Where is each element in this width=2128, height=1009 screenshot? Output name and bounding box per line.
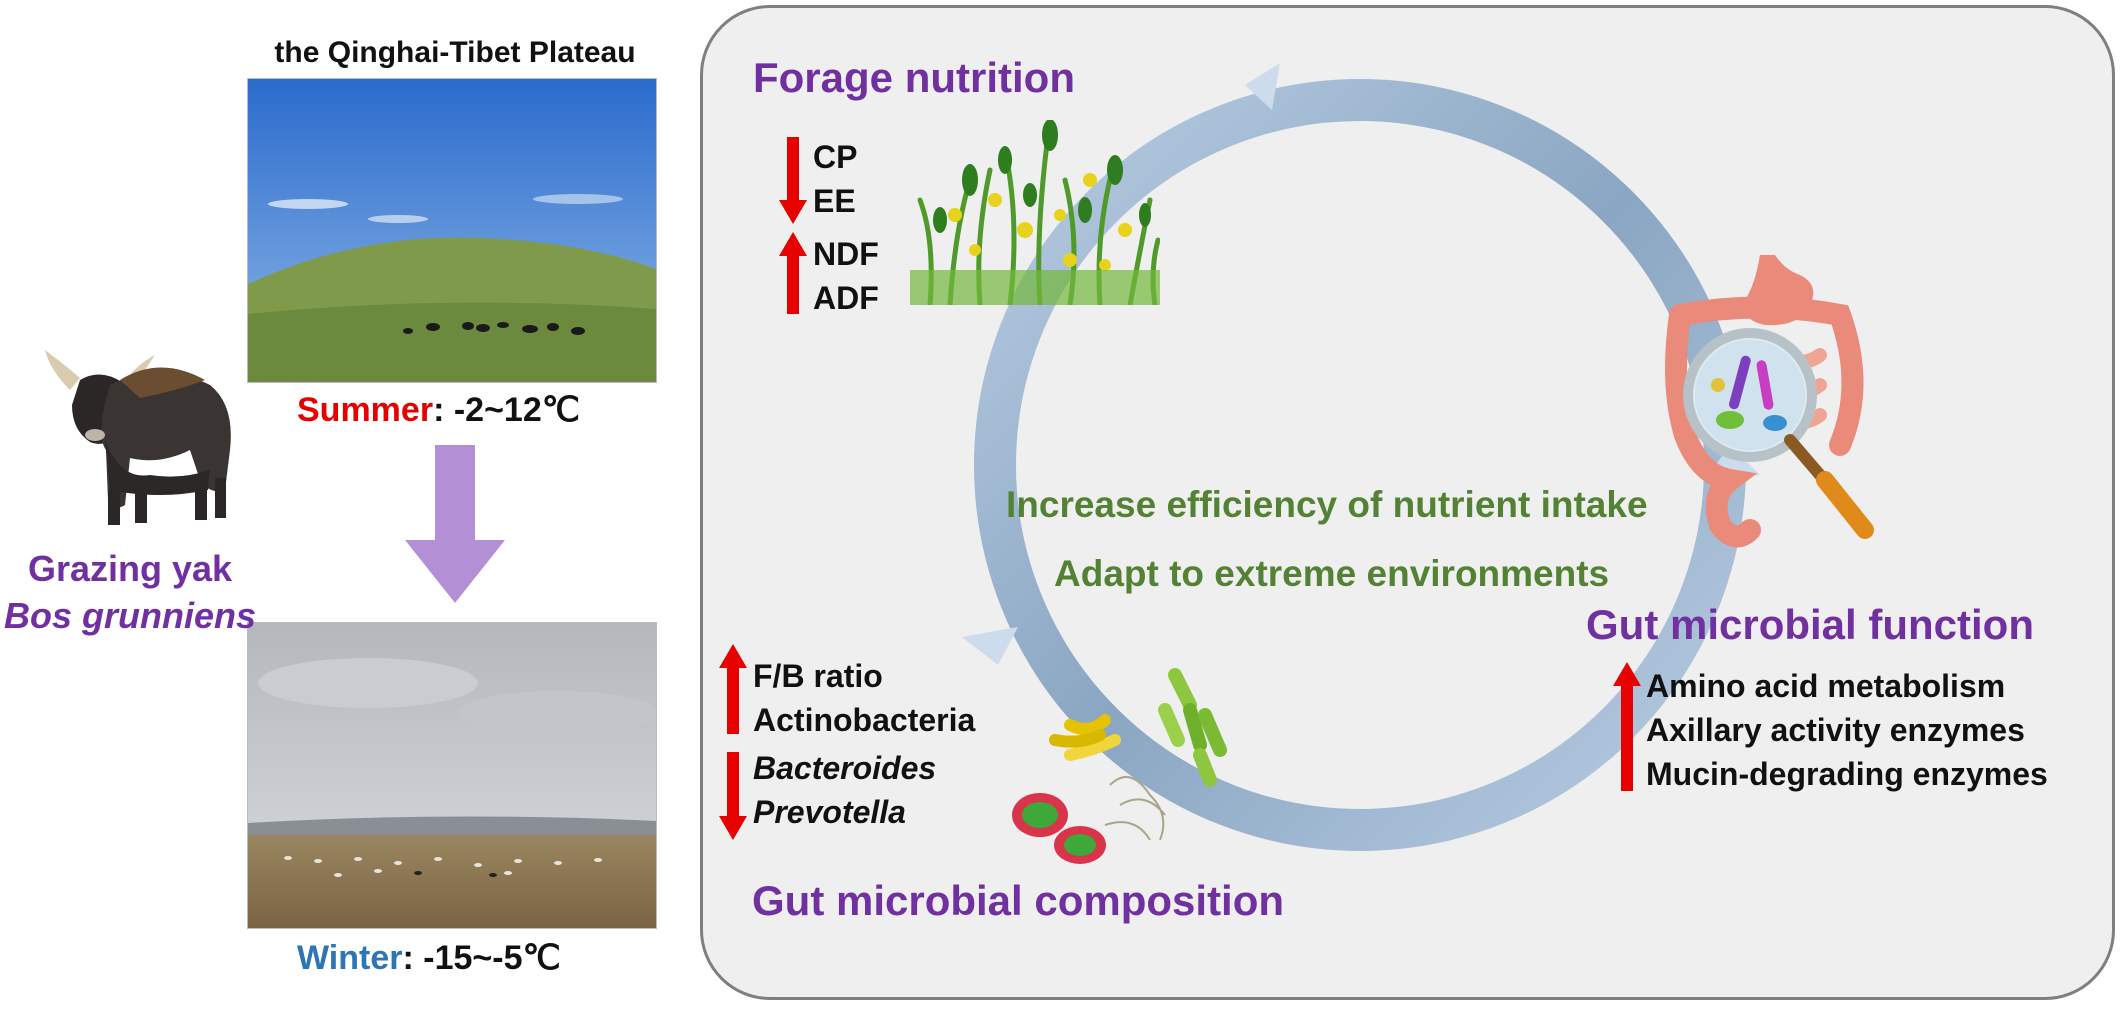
summer-range: : -2~12℃ bbox=[433, 391, 580, 429]
composition-bacteroides: Bacteroides bbox=[753, 750, 937, 786]
winter-label: Winter bbox=[297, 939, 403, 977]
winter-range: : -15~-5℃ bbox=[402, 939, 561, 977]
function-increase-list: Amino acid metabolism Axillary activity … bbox=[1646, 664, 2048, 796]
yak-scientific-name: Bos grunniens bbox=[3, 595, 257, 636]
composition-prevotella: Prevotella bbox=[753, 794, 906, 830]
forage-increase-list: NDF ADF bbox=[813, 232, 879, 320]
center-line-2: Adapt to extreme environments bbox=[1054, 553, 1610, 594]
grass-illustration bbox=[910, 120, 1160, 305]
yak-illustration bbox=[45, 350, 231, 525]
season-arrow bbox=[405, 445, 505, 603]
composition-increase-arrowhead bbox=[719, 644, 747, 668]
composition-fb-ratio: F/B ratio bbox=[753, 658, 883, 694]
forage-adf: ADF bbox=[813, 280, 879, 316]
cycle-arrowhead-left bbox=[962, 627, 1018, 665]
gut-illustration bbox=[1665, 255, 1874, 548]
composition-decrease-arrowhead bbox=[719, 816, 747, 840]
function-increase-arrowhead bbox=[1613, 662, 1641, 686]
forage-heading: Forage nutrition bbox=[753, 54, 1075, 101]
forage-ee: EE bbox=[813, 183, 856, 219]
function-axillary-enzymes: Axillary activity enzymes bbox=[1646, 712, 2025, 748]
cycle-arrowhead-top bbox=[1245, 63, 1280, 110]
summer-label: Summer bbox=[297, 391, 434, 429]
function-mucin-enzymes: Mucin-degrading enzymes bbox=[1646, 756, 2048, 792]
forage-decrease-list: CP EE bbox=[813, 135, 857, 223]
composition-increase-arrow bbox=[727, 666, 739, 734]
center-line-1: Increase efficiency of nutrient intake bbox=[1006, 484, 1648, 525]
function-amino-acid: Amino acid metabolism bbox=[1646, 668, 2006, 704]
function-increase-arrow bbox=[1621, 684, 1633, 791]
forage-increase-arrowhead bbox=[779, 232, 807, 256]
winter-caption: Winter: -15~-5℃ bbox=[297, 938, 561, 978]
summer-photo bbox=[247, 78, 657, 383]
bacteria-illustration bbox=[1012, 668, 1227, 864]
yak-common-name: Grazing yak bbox=[27, 548, 233, 589]
winter-photo bbox=[247, 622, 657, 929]
forage-cp: CP bbox=[813, 139, 858, 175]
forage-ndf: NDF bbox=[813, 236, 879, 272]
composition-heading: Gut microbial composition bbox=[752, 877, 1285, 924]
forage-decrease-arrow bbox=[787, 137, 799, 207]
plateau-title: the Qinghai-Tibet Plateau bbox=[274, 36, 636, 69]
summer-caption: Summer: -2~12℃ bbox=[297, 390, 580, 430]
composition-actinobacteria: Actinobacteria bbox=[753, 702, 976, 738]
composition-decrease-arrow bbox=[727, 752, 739, 822]
composition-increase-list: F/B ratio Actinobacteria bbox=[753, 654, 975, 742]
composition-decrease-list: Bacteroides Prevotella bbox=[753, 746, 936, 834]
forage-decrease-arrowhead bbox=[779, 200, 807, 224]
function-heading: Gut microbial function bbox=[1586, 601, 2034, 648]
forage-increase-arrow bbox=[787, 254, 799, 314]
